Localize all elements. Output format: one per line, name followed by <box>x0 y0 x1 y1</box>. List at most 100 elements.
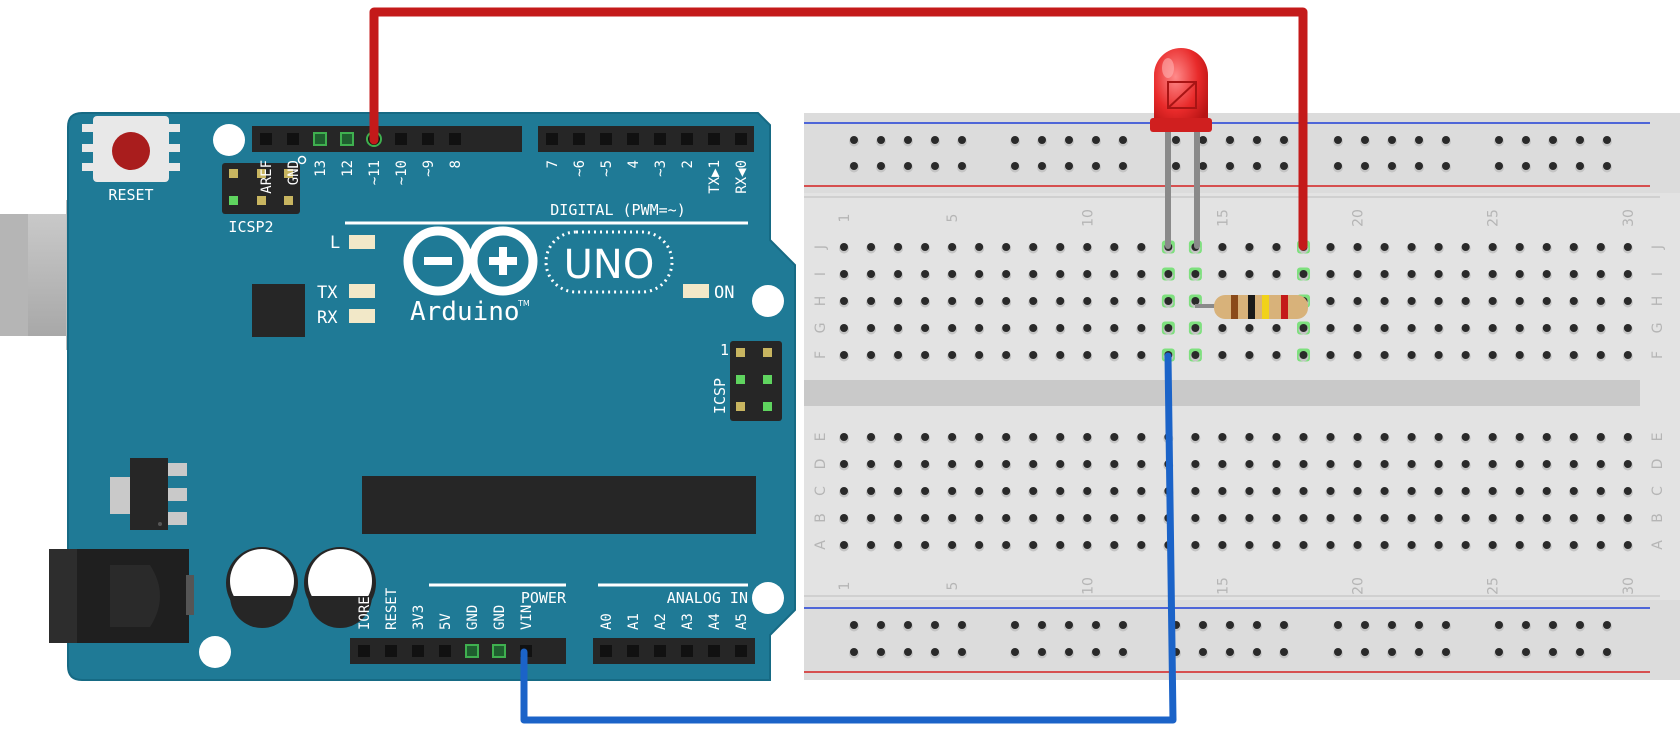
breadboard-hole <box>1522 136 1530 144</box>
reset-button[interactable] <box>82 116 180 182</box>
breadboard-hole <box>1596 487 1605 495</box>
breadboard-hole <box>877 162 885 170</box>
header-pin[interactable] <box>708 645 720 657</box>
breadboard-hole <box>921 433 930 441</box>
header-pin-label: 5V <box>438 613 454 630</box>
header-pin[interactable] <box>654 133 666 145</box>
row-letter: D <box>813 459 829 470</box>
breadboard-hole <box>1623 243 1632 251</box>
header-pin[interactable] <box>412 645 424 657</box>
header-pin[interactable] <box>492 644 506 658</box>
breadboard-hole <box>931 621 939 629</box>
header-pin[interactable] <box>422 133 434 145</box>
header-pin[interactable] <box>681 133 693 145</box>
breadboard-hole <box>1576 621 1584 629</box>
breadboard-hole <box>975 514 984 522</box>
breadboard-hole <box>1515 514 1524 522</box>
breadboard-hole <box>1380 243 1389 251</box>
header-pin[interactable] <box>449 133 461 145</box>
header-pin[interactable] <box>340 132 354 146</box>
breadboard-hole <box>931 162 939 170</box>
breadboard-hole <box>921 514 930 522</box>
uno-badge: UNO <box>544 230 674 294</box>
breadboard-hole <box>1056 460 1065 468</box>
breadboard-hole <box>1326 351 1335 359</box>
header-pin[interactable] <box>546 133 558 145</box>
header-pin[interactable] <box>708 133 720 145</box>
header-pin[interactable] <box>627 645 639 657</box>
breadboard-hole <box>921 460 930 468</box>
breadboard-hole <box>840 460 848 468</box>
breadboard-hole <box>1002 243 1011 251</box>
breadboard-hole <box>1272 541 1281 549</box>
header-pin-label: 2 <box>680 160 696 168</box>
header-pin-label: RESET <box>384 587 400 630</box>
breadboard-hole <box>894 270 903 278</box>
header-pin[interactable] <box>395 133 407 145</box>
led-tx <box>349 284 375 298</box>
breadboard-hole <box>1522 621 1530 629</box>
capacitor <box>304 547 376 628</box>
header-pin[interactable] <box>358 645 370 657</box>
header-pin[interactable] <box>627 133 639 145</box>
breadboard-hole <box>958 136 966 144</box>
breadboard-hole <box>1442 162 1450 170</box>
header-pin[interactable] <box>465 644 479 658</box>
breadboard-hole <box>1191 514 1200 522</box>
breadboard-hole <box>1110 324 1119 332</box>
breadboard-hole <box>1083 514 1092 522</box>
icsp2-header <box>222 163 300 214</box>
header-pin[interactable] <box>260 133 272 145</box>
resistor-band-yellow <box>1262 295 1269 319</box>
header-pin[interactable] <box>600 645 612 657</box>
header-pin[interactable] <box>287 133 299 145</box>
breadboard-hole <box>1407 351 1416 359</box>
breadboard-hole <box>1029 460 1038 468</box>
breadboard-hole <box>1245 514 1254 522</box>
breadboard-hole <box>975 270 984 278</box>
breadboard-hole <box>1603 136 1611 144</box>
breadboard-hole <box>975 487 984 495</box>
breadboard-hole <box>1361 648 1369 656</box>
header-pin[interactable] <box>600 133 612 145</box>
digital-label: DIGITAL (PWM=~) <box>550 201 685 219</box>
breadboard-hole <box>1011 621 1019 629</box>
breadboard-hole <box>1407 243 1416 251</box>
breadboard-hole <box>1488 324 1497 332</box>
breadboard-hole <box>1245 460 1254 468</box>
breadboard-hole <box>1065 648 1073 656</box>
capacitor <box>226 547 298 628</box>
breadboard-hole <box>1361 621 1369 629</box>
column-number: 30 <box>1621 209 1637 227</box>
column-number: 15 <box>1215 577 1231 595</box>
header-pin[interactable] <box>573 133 585 145</box>
reset-button-cap[interactable] <box>112 132 150 170</box>
breadboard-hole <box>1569 487 1578 495</box>
breadboard-hole <box>867 487 876 495</box>
breadboard-hole <box>1569 351 1578 359</box>
breadboard-hole <box>840 270 848 278</box>
led-l-label: L <box>330 233 340 253</box>
header-pin[interactable] <box>385 645 397 657</box>
column-number: 20 <box>1351 209 1367 227</box>
header-pin[interactable] <box>654 645 666 657</box>
trademark-label: TM <box>517 299 530 308</box>
breadboard-hole <box>1137 433 1146 441</box>
header-pin[interactable] <box>439 645 451 657</box>
breadboard-hole <box>1495 648 1503 656</box>
header-pin[interactable] <box>681 645 693 657</box>
breadboard-hole <box>1515 243 1524 251</box>
column-number: 10 <box>1080 209 1096 227</box>
header-pin[interactable] <box>735 133 747 145</box>
breadboard-hole <box>1065 621 1073 629</box>
breadboard-hole <box>1038 136 1046 144</box>
breadboard-hole <box>1137 297 1146 305</box>
row-letter: A <box>1650 540 1666 550</box>
header-pin[interactable] <box>313 132 327 146</box>
breadboard-hole <box>1083 460 1092 468</box>
breadboard-hole <box>1299 433 1308 441</box>
breadboard-hole <box>1038 162 1046 170</box>
header-pin[interactable] <box>735 645 747 657</box>
breadboard-hole <box>1199 648 1207 656</box>
